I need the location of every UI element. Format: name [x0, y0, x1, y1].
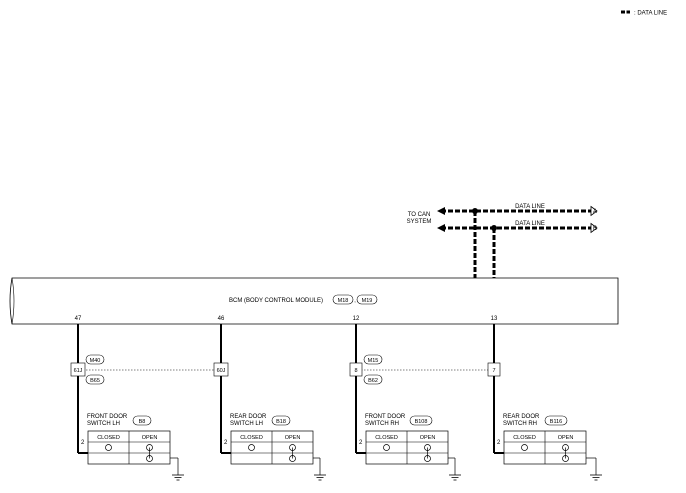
switch-label-line2: SWITCH LH	[230, 421, 263, 427]
bcm-pin-13: 13	[491, 316, 498, 322]
can-system-label-line2: SYSTEM	[407, 219, 432, 225]
switch-closed-header: CLOSED	[97, 435, 120, 441]
terminal-61j: 61J	[74, 368, 83, 374]
switch-label-line2: SWITCH RH	[503, 421, 537, 427]
rear-door-switch-lh: REAR DOOR SWITCH LH B18 2 CLOSED OPEN	[224, 414, 326, 481]
data-line-b-arrow-left	[437, 224, 445, 232]
bcm-pin-46: 46	[218, 316, 225, 322]
terminal-60j: 60J	[217, 368, 226, 374]
switch-connector-badge	[544, 415, 568, 426]
switch-closed-header: CLOSED	[513, 435, 536, 441]
bcm-module: BCM (BODY CONTROL MODULE) M18 , M19 47 4…	[9, 277, 619, 325]
switch-label-line2: SWITCH LH	[87, 421, 120, 427]
data-line-a-arrow-left	[437, 207, 445, 215]
junction-left: M40 B65	[85, 354, 105, 385]
bcm-connector-separator: ,	[354, 298, 356, 304]
junction-right-bottom-conn: B62	[368, 378, 378, 384]
ground-icon	[314, 474, 326, 481]
ground-icon	[172, 474, 184, 481]
data-line-a-arrow-right	[590, 205, 598, 217]
data-line-a-end-label: A	[593, 209, 597, 215]
junction-right-top-conn: M15	[368, 358, 379, 364]
front-door-switch-lh: FRONT DOOR SWITCH LH B8 2 CLOSED OPEN	[81, 414, 184, 481]
switch-label-line2: SWITCH RH	[365, 421, 399, 427]
switch-label-line1: FRONT DOOR	[365, 414, 406, 420]
terminal-box	[487, 362, 501, 377]
switch-connector: B116	[550, 419, 562, 425]
bcm-connector-2: M19	[362, 298, 373, 304]
splice-point-b	[491, 225, 497, 231]
bcm-connector-1: M18	[338, 298, 349, 304]
bcm-label: BCM (BODY CONTROL MODULE)	[229, 298, 323, 304]
switch-open-header: OPEN	[558, 435, 574, 441]
continuity-circle	[105, 444, 112, 451]
switch-open-header: OPEN	[285, 435, 301, 441]
legend: : DATA LINE	[621, 10, 667, 17]
continuity-circle	[248, 444, 255, 451]
junction-right-top-badge	[363, 354, 383, 365]
continuity-circle	[521, 444, 528, 451]
switch-connector: B8	[139, 419, 146, 425]
terminal-box	[213, 362, 229, 377]
can-data-lines: TO CAN SYSTEM A DATA LINE B DATA LINE 39…	[407, 204, 598, 288]
continuity-circle	[383, 444, 390, 451]
terminal-7: 7	[492, 368, 495, 374]
bcm-pin-12: 12	[353, 316, 360, 322]
switch-closed-header: CLOSED	[375, 435, 398, 441]
junction-right-bottom-badge	[363, 374, 383, 385]
bcm-pin-47: 47	[75, 316, 82, 322]
switch-pin: 2	[359, 440, 363, 446]
junction-right: M15 B62	[363, 354, 383, 385]
switch-pin: 2	[497, 440, 501, 446]
can-system-label-line1: TO CAN	[408, 212, 431, 218]
switch-connector: B18	[276, 419, 286, 425]
bcm-box	[9, 277, 619, 325]
front-door-switch-rh: FRONT DOOR SWITCH RH B108 2 CLOSED OPEN	[359, 414, 461, 481]
switch-closed-header: CLOSED	[240, 435, 263, 441]
switch-connector-badge	[409, 415, 433, 426]
switch-label-line1: REAR DOOR	[230, 414, 267, 420]
bcm-box-break	[11, 277, 15, 325]
switch-connector-badge	[132, 415, 152, 426]
terminal-box	[70, 362, 86, 377]
switch-open-header: OPEN	[142, 435, 158, 441]
splice-point-a	[472, 208, 478, 214]
switch-label-line1: FRONT DOOR	[87, 414, 128, 420]
data-line-b-end-label: B	[593, 226, 597, 232]
switch-connector-badge	[271, 415, 291, 426]
switch-label-line1: REAR DOOR	[503, 414, 540, 420]
switch-pin: 2	[224, 440, 228, 446]
terminal-box	[349, 362, 363, 377]
terminal-8: 8	[354, 368, 357, 374]
switch-connector: B108	[415, 419, 428, 425]
ground-icon	[590, 474, 602, 481]
data-line-a-label: DATA LINE	[515, 204, 545, 210]
rear-door-switch-rh: REAR DOOR SWITCH RH B116 2 CLOSED OPEN	[497, 414, 602, 481]
ground-icon	[449, 474, 461, 481]
bcm-connector-2-badge	[356, 294, 378, 305]
junction-left-top-badge	[85, 354, 105, 365]
data-line-b-arrow-right	[590, 222, 598, 234]
switch-wires	[77, 324, 504, 454]
switch-open-header: OPEN	[420, 435, 436, 441]
switch-pin: 2	[81, 440, 85, 446]
bcm-connector-1-badge	[332, 294, 354, 305]
junction-left-bottom-conn: B65	[90, 378, 100, 384]
junction-left-top-conn: M40	[90, 358, 101, 364]
junction-left-bottom-badge	[85, 374, 105, 385]
legend-label: : DATA LINE	[634, 11, 667, 17]
data-line-b-label: DATA LINE	[515, 221, 545, 227]
terminal-boxes: 61J 60J 8 7	[70, 362, 501, 377]
